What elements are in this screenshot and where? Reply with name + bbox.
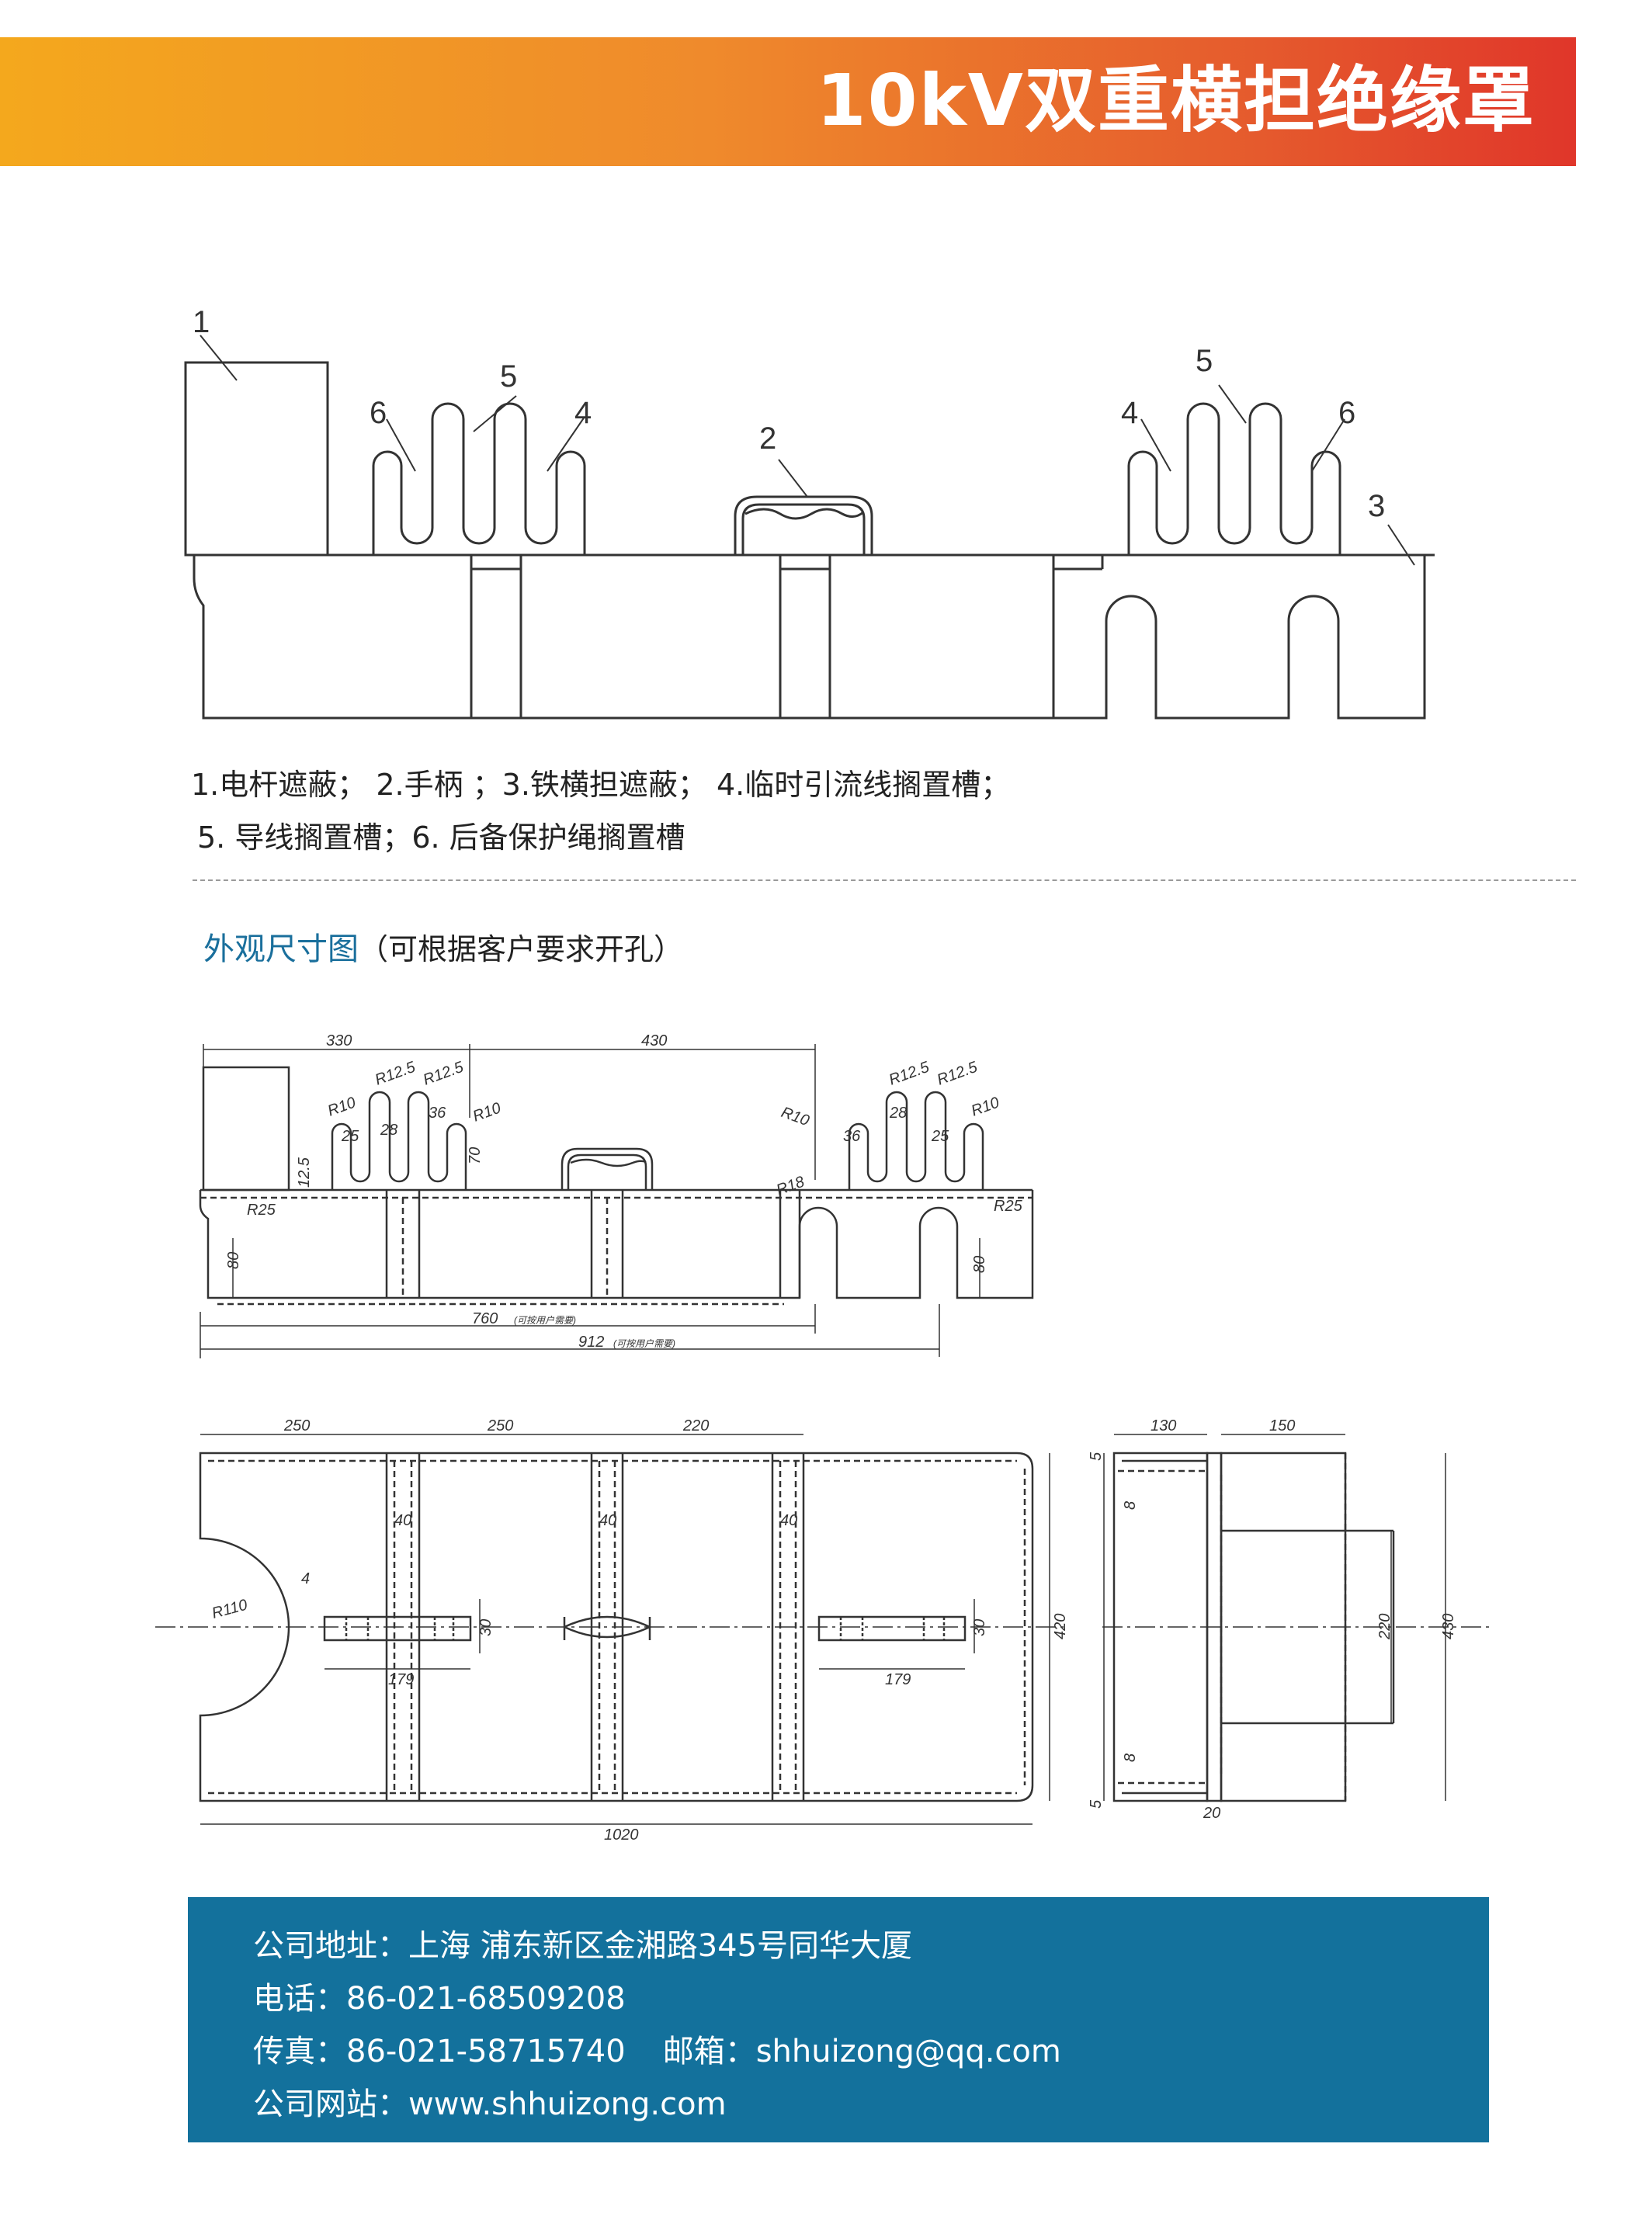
callout-5b: 5 — [1196, 344, 1213, 378]
dim-80-left: 80 — [225, 1252, 242, 1269]
dim-r25-left: R25 — [247, 1202, 276, 1219]
dim-25-right: 25 — [931, 1128, 949, 1145]
dim-420-a: 420 — [1052, 1614, 1069, 1639]
dim-760: 760 — [472, 1310, 498, 1327]
header-bar: 10kV双重横担绝缘罩 — [0, 37, 1576, 166]
dim-28-left: 28 — [380, 1122, 397, 1139]
elevation-drawing: 330 430 R12.5 R12.5 R10 R10 25 28 36 70 … — [199, 1032, 1034, 1358]
dim-12-5-left: 12.5 — [296, 1157, 313, 1188]
dim-25-left: 25 — [341, 1128, 359, 1145]
dim-r10-left-b: R10 — [470, 1099, 503, 1125]
footer-email[interactable]: 邮箱：shhuizong@qq.com — [662, 2034, 1061, 2069]
section-divider — [193, 879, 1576, 881]
dim-20: 20 — [1203, 1805, 1220, 1822]
footer-fax-email: 传真：86-021-58715740 邮箱：shhuizong@qq.com — [253, 2026, 1061, 2071]
dim-30-b: 30 — [971, 1619, 988, 1636]
footer-fax: 传真：86-021-58715740 — [253, 2034, 626, 2069]
dim-760-note: (可按用户需要) — [514, 1315, 576, 1326]
dim-r25-right: R25 — [994, 1198, 1023, 1215]
dim-r12-5-left-a: R12.5 — [373, 1058, 418, 1088]
callout-4: 4 — [574, 396, 592, 430]
dim-36-right: 36 — [843, 1128, 861, 1145]
dim-70-left: 70 — [467, 1147, 484, 1164]
dim-28-right: 28 — [889, 1105, 907, 1122]
footer-phone: 电话：86-021-68509208 — [253, 1981, 626, 2017]
dim-36-left: 36 — [429, 1105, 446, 1122]
dim-8-bottom: 8 — [1122, 1754, 1139, 1762]
dim-r10-right: R10 — [969, 1094, 1001, 1119]
dim-130: 130 — [1150, 1417, 1176, 1434]
dim-r12-5-right-a: R12.5 — [887, 1058, 932, 1088]
legend-line-1: 1.电杆遮蔽； 2.手柄 ；3.铁横担遮蔽； 4.临时引流线搁置槽； — [191, 768, 1011, 802]
contact-footer: 公司地址：上海 浦东新区金湘路345号同华大厦 电话：86-021-685092… — [188, 1897, 1489, 2142]
dim-250-a: 250 — [283, 1417, 310, 1434]
dim-40-c: 40 — [780, 1512, 797, 1529]
dim-912: 912 — [578, 1334, 604, 1351]
dim-330: 330 — [326, 1032, 352, 1049]
dim-30-a: 30 — [477, 1619, 495, 1636]
dim-150: 150 — [1269, 1417, 1295, 1434]
callout-5: 5 — [500, 359, 517, 394]
dim-40-b: 40 — [599, 1512, 616, 1529]
callout-6: 6 — [370, 396, 387, 430]
dim-r110: R110 — [210, 1597, 249, 1622]
page-title: 10kV双重横担绝缘罩 — [816, 59, 1536, 142]
dim-1020: 1020 — [604, 1826, 639, 1844]
dim-220: 220 — [682, 1417, 709, 1434]
dim-430-end: 430 — [1440, 1614, 1457, 1639]
footer-website[interactable]: 公司网站：www.shhuizong.com — [253, 2087, 727, 2122]
dim-r12-5-left-b: R12.5 — [421, 1058, 466, 1088]
callout-6b: 6 — [1338, 396, 1355, 430]
dim-r18: R18 — [774, 1173, 807, 1198]
dim-r12-5-right-b: R12.5 — [935, 1058, 980, 1088]
section-heading: 外观尺寸图（可根据客户要求开孔） — [203, 924, 683, 969]
dim-179-b: 179 — [885, 1671, 911, 1688]
section-title: 外观尺寸图 — [203, 931, 359, 967]
callout-2: 2 — [759, 421, 776, 456]
plan-drawing: 250 250 220 40 40 40 30 30 179 179 R110 … — [155, 1417, 1069, 1844]
legend-line-2: 5. 导线搁置槽；6. 后备保护绳搁置槽 — [197, 820, 685, 855]
dim-r10-left: R10 — [325, 1094, 358, 1119]
dim-912-note: (可按用户需要) — [613, 1338, 675, 1349]
assembly-drawing: 1 2 3 4 5 6 4 5 6 — [184, 305, 1435, 720]
callout-1: 1 — [193, 305, 210, 339]
dim-179-a: 179 — [388, 1671, 414, 1688]
dim-430: 430 — [641, 1032, 667, 1049]
section-subtitle: （可根据客户要求开孔） — [359, 932, 684, 966]
callout-4b: 4 — [1121, 396, 1138, 430]
footer-address: 公司地址：上海 浦东新区金湘路345号同华大厦 — [253, 1928, 913, 1964]
callout-3: 3 — [1368, 489, 1385, 523]
dim-5-top: 5 — [1088, 1452, 1105, 1461]
end-view-drawing: 130 150 5 8 8 5 20 220 430 — [1088, 1417, 1491, 1822]
dim-r10-right-b: R10 — [779, 1104, 811, 1129]
dim-250-b: 250 — [487, 1417, 513, 1434]
technical-drawings: 1 2 3 4 5 6 4 5 6 — [155, 305, 1491, 1844]
dim-4: 4 — [301, 1570, 310, 1587]
dim-80-right: 80 — [971, 1256, 988, 1273]
dim-220-end: 220 — [1376, 1614, 1393, 1640]
dim-40-a: 40 — [394, 1512, 411, 1529]
dim-5-bottom: 5 — [1088, 1799, 1105, 1809]
dim-8-top: 8 — [1122, 1501, 1139, 1510]
